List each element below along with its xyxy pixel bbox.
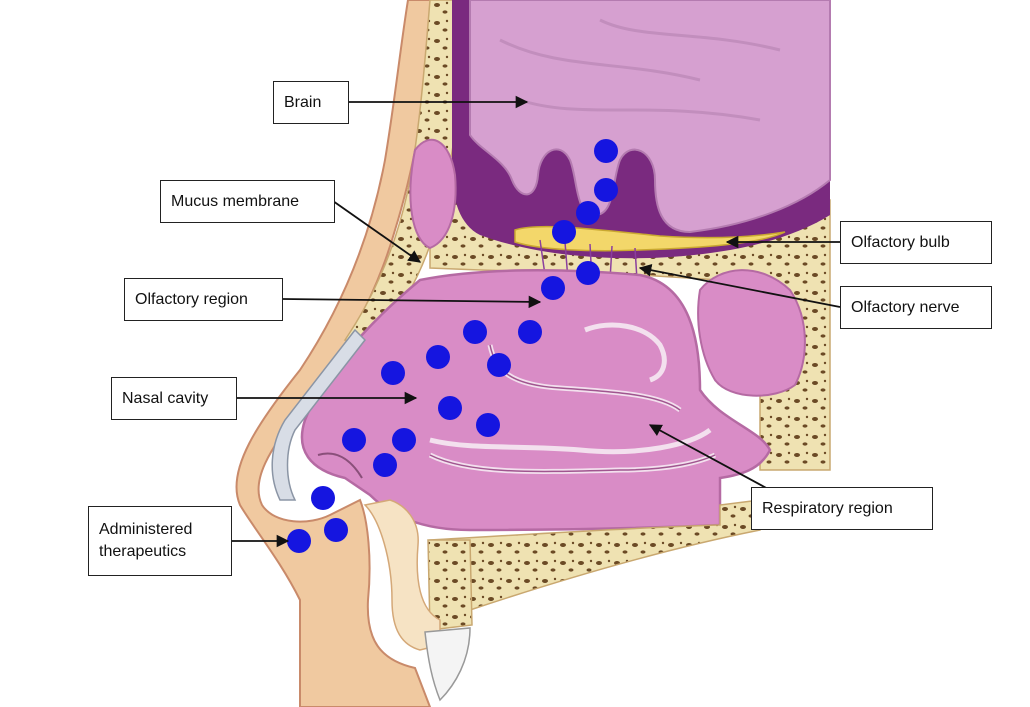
particle [476, 413, 500, 437]
olfactory-bulb [514, 225, 786, 252]
label-mucus-membrane: Mucus membrane [160, 180, 335, 223]
particle [311, 486, 335, 510]
nostril [317, 452, 363, 479]
maxilla-bone [427, 539, 473, 631]
particle [594, 139, 618, 163]
label-brain: Brain [273, 81, 349, 124]
particle [594, 178, 618, 202]
label-respiratory-region: Respiratory region [751, 487, 933, 530]
label-administered-therapeutics: Administered therapeutics [88, 506, 232, 576]
particle [373, 453, 397, 477]
particle [576, 201, 600, 225]
particle [392, 428, 416, 452]
label-olfactory-region: Olfactory region [124, 278, 283, 321]
arrow-olfactory-nerve [638, 263, 841, 308]
arrow-respiratory-region [648, 424, 771, 491]
particle [381, 361, 405, 385]
leader-arrows [232, 95, 841, 548]
particle [287, 529, 311, 553]
label-olfactory-bulb: Olfactory bulb [840, 221, 992, 264]
particle [552, 220, 576, 244]
particle [576, 261, 600, 285]
particle [426, 345, 450, 369]
particle [324, 518, 348, 542]
particle [342, 428, 366, 452]
sphenoid-sinus [697, 269, 806, 397]
arrow-mucus-membrane [332, 200, 422, 263]
arrow-olfactory-region [282, 295, 542, 309]
particle [518, 320, 542, 344]
label-olfactory-nerve: Olfactory nerve [840, 286, 992, 329]
label-nasal-cavity: Nasal cavity [111, 377, 237, 420]
particle [463, 320, 487, 344]
frontal-sinus [409, 138, 457, 250]
therapeutic-particles [287, 139, 618, 553]
brain-gyri [499, 18, 781, 122]
particle [541, 276, 565, 300]
tooth [424, 627, 471, 702]
particle [438, 396, 462, 420]
particle [487, 353, 511, 377]
nasal-cartilage [271, 328, 366, 501]
